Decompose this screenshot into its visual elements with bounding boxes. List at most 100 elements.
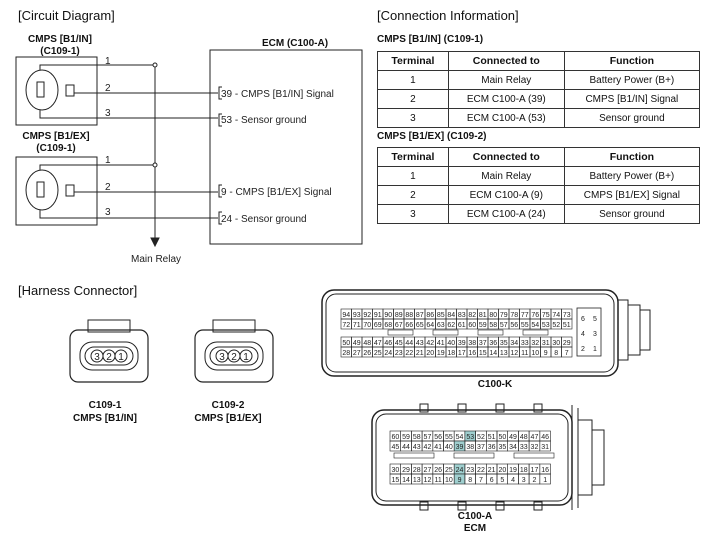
ecm-title: ECM (C100-A) <box>261 38 329 49</box>
c100k-pin-number: 79 <box>500 312 508 319</box>
c100k-pin-number: 8 <box>554 350 558 357</box>
circuit-diagram: 1 2 3 1 2 3 39 - CMPS [B1/IN] Signal 53 … <box>15 49 363 265</box>
c100k-pin-number: 89 <box>395 312 403 319</box>
c100k-pin-number: 90 <box>384 312 392 319</box>
c100k-pin-number: 83 <box>458 312 466 319</box>
c100k-pin-number: 15 <box>479 350 487 357</box>
c100a-pin-number: 39 <box>456 444 464 451</box>
c100a-pin-number: 57 <box>424 434 432 441</box>
c100a-pin-number: 36 <box>488 444 496 451</box>
c100a-pin-number: 44 <box>402 444 410 451</box>
harness-title: [Harness Connector] <box>18 283 138 298</box>
c100k-pin-number: 68 <box>384 322 392 329</box>
table-cell: CMPS [B1/IN] Signal <box>563 89 701 109</box>
c100a-pin <box>539 473 551 485</box>
c100a-pin-number: 27 <box>424 467 432 474</box>
table-cell: ECM C100-A (9) <box>447 185 565 205</box>
c100k-pin-number: 29 <box>563 340 571 347</box>
table-cell: CMPS [B1/EX] Signal <box>563 185 701 205</box>
c100k-pin-number: 23 <box>395 350 403 357</box>
c100k-pin-number: 13 <box>500 350 508 357</box>
main-relay-label: Main Relay <box>131 254 181 265</box>
c100k-pin-number: 26 <box>363 350 371 357</box>
c100k-pin-number: 73 <box>563 312 571 319</box>
c100a-pin-number: 23 <box>466 467 474 474</box>
c100k-pin-number: 31 <box>542 340 550 347</box>
c100a-pin-number: 10 <box>445 477 453 484</box>
c100a-latch <box>571 405 605 510</box>
c100k-pin-number: 24 <box>384 350 392 357</box>
arrow-down-icon <box>150 237 160 248</box>
c100k-pin-number: 3 <box>593 331 597 338</box>
c100k-pin-number: 40 <box>447 340 455 347</box>
c100a-pin-number: 45 <box>391 444 399 451</box>
wire-number: 2 <box>105 83 111 94</box>
ecm-box <box>209 49 363 245</box>
c100k-pin-number: 17 <box>458 350 466 357</box>
wire-number: 2 <box>105 182 111 193</box>
c100a-pin-number: 18 <box>520 467 528 474</box>
c100a-pin-number: 32 <box>531 444 539 451</box>
connection-title: [Connection Information] <box>377 8 519 23</box>
ecm-pin-label: 24 - Sensor ground <box>221 214 307 225</box>
c100k-pin-number: 80 <box>489 312 497 319</box>
c100a-pin-number: 53 <box>466 434 474 441</box>
c109-2-pin <box>239 349 253 363</box>
c100a-pin-number: 30 <box>391 467 399 474</box>
c100a-pin-number: 11 <box>435 477 442 484</box>
c100k-pin-number: 27 <box>353 350 361 357</box>
table-cell: ECM C100-A (39) <box>447 89 565 109</box>
c100k-pin-number: 75 <box>542 312 550 319</box>
c100k-pin-number: 74 <box>552 312 560 319</box>
c100k-pin-number: 2 <box>581 346 585 353</box>
c100k-pin-number: 33 <box>521 340 529 347</box>
c100k-pin-number: 5 <box>593 316 597 323</box>
c109-1-pin-number: 2 <box>106 352 112 363</box>
c100a-pin-number: 5 <box>500 477 504 484</box>
sensor2-connector: (C109-1) <box>36 143 76 154</box>
table-cell: 2 <box>377 89 449 109</box>
c100k-pin-number: 45 <box>395 340 403 347</box>
c100k-pin-number: 72 <box>342 322 350 329</box>
c109-2-pin-number: 2 <box>231 352 237 363</box>
c100k-pin-number: 41 <box>437 340 445 347</box>
c100k-pin-number: 44 <box>405 340 413 347</box>
table-cell: Battery Power (B+) <box>563 70 701 90</box>
c100k-pin-number: 1 <box>593 346 597 353</box>
sensor2-name: CMPS [B1/EX] <box>22 131 90 142</box>
c100k-pin-number: 49 <box>353 340 361 347</box>
table-cell: Main Relay <box>447 166 565 186</box>
c100k-pin-number: 81 <box>479 312 487 319</box>
column-header: Function <box>563 147 701 167</box>
c100k-pin-number: 92 <box>363 312 371 319</box>
column-header: Connected to <box>447 51 565 71</box>
c100a-pin-number: 55 <box>445 434 453 441</box>
c109-1-pin-number: 3 <box>94 352 100 363</box>
c100a-pin-number: 43 <box>413 444 421 451</box>
c100k-pin-number: 93 <box>353 312 361 319</box>
table1-title: CMPS [B1/IN] (C109-1) <box>377 34 484 45</box>
c100k-pin-number: 70 <box>363 322 371 329</box>
c100a-pin <box>539 440 551 452</box>
c100k-pin-number: 85 <box>437 312 445 319</box>
c100a-pin-number: 6 <box>490 477 494 484</box>
wire-number: 3 <box>105 207 111 218</box>
c100k-pin-number: 71 <box>353 322 361 329</box>
c109-1-body <box>69 329 149 383</box>
c100k-pin-number: 63 <box>437 322 445 329</box>
c100a-pin-number: 37 <box>477 444 485 451</box>
c100a-pin-number: 58 <box>413 434 421 441</box>
c100k-pin-number: 56 <box>510 322 518 329</box>
c100a-pin-number: 16 <box>541 467 549 474</box>
c109-1-pin <box>114 349 128 363</box>
c100k-pin-number: 62 <box>447 322 455 329</box>
table-cell: 2 <box>377 185 449 205</box>
c100k-pin-number: 14 <box>489 350 497 357</box>
c100k-pin-number: 38 <box>468 340 476 347</box>
c100k-pin-number: 28 <box>342 350 350 357</box>
